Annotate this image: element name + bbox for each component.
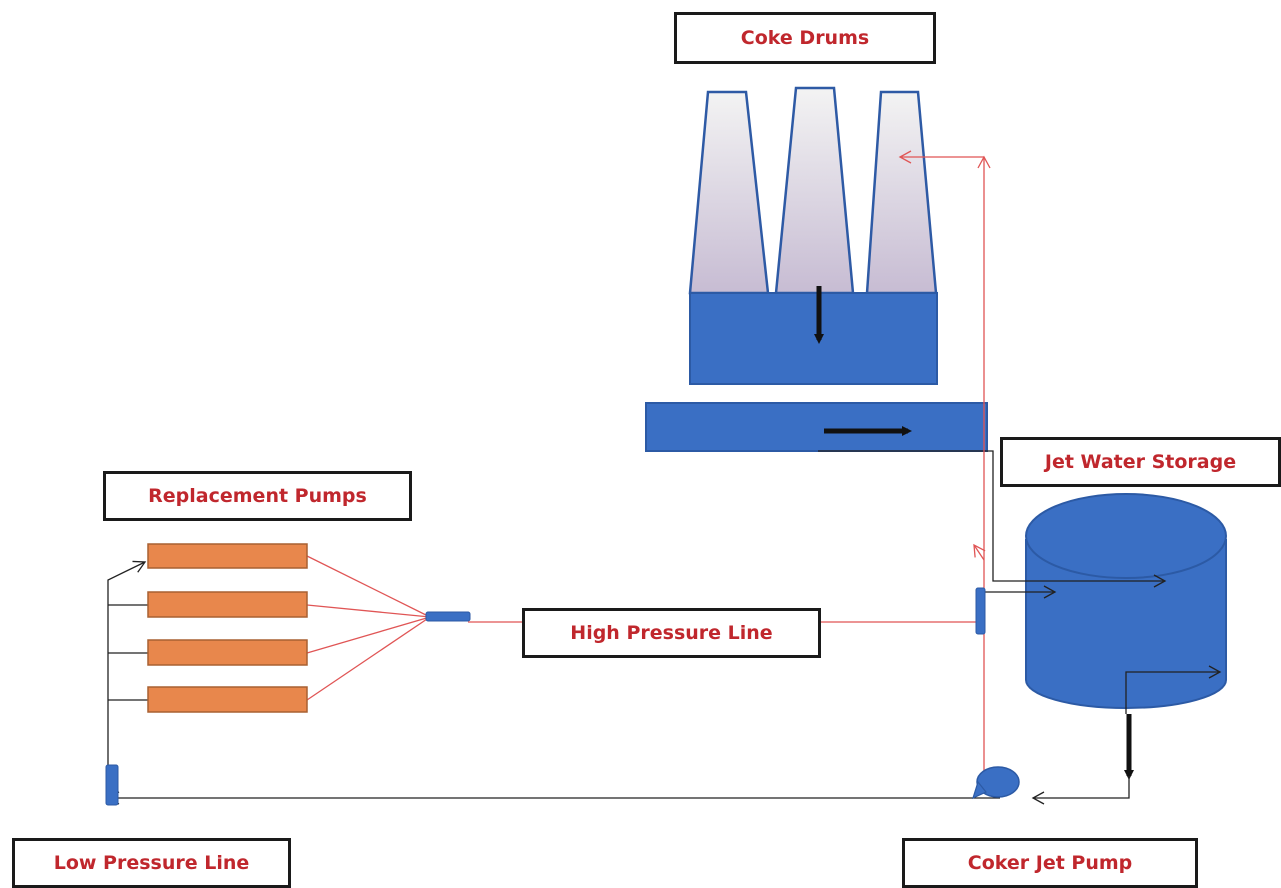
pump2-hp-line xyxy=(306,604,431,618)
low-pressure-line-label: Low Pressure Line xyxy=(12,838,291,888)
replacement-pump-3 xyxy=(147,639,308,666)
high-pressure-line-label: High Pressure Line xyxy=(522,608,821,658)
lp-riser-line xyxy=(107,560,147,798)
jet-water-storage-tank xyxy=(1025,493,1227,709)
coke-drums-label: Coke Drums xyxy=(674,12,936,64)
storage-to-pump-line xyxy=(1031,776,1130,805)
coke-conveyor xyxy=(645,402,988,452)
jet-water-storage-label: Jet Water Storage xyxy=(1000,437,1281,487)
coke-drum-right xyxy=(865,90,938,295)
low-pressure-piping xyxy=(106,450,1222,805)
replacement-pumps-label: Replacement Pumps xyxy=(103,471,412,521)
hp-isolation-valve xyxy=(975,587,986,635)
replacement-pump-1 xyxy=(147,543,308,569)
replacement-pumps-group xyxy=(147,543,308,713)
pump1-hp-line xyxy=(306,555,431,618)
coke-drum-base xyxy=(689,292,938,385)
conveyor-to-storage-line xyxy=(818,450,1167,588)
coke-drums-group xyxy=(688,86,938,385)
riser-to-valve-line xyxy=(973,543,986,561)
hp-manifold xyxy=(425,611,471,622)
lp-valve xyxy=(105,764,119,806)
storage-recycle-line xyxy=(1125,665,1222,714)
coker-jet-pump xyxy=(972,766,1020,800)
coke-drum-middle xyxy=(774,86,855,295)
coke-drum-left xyxy=(688,90,770,295)
pump3-hp-line xyxy=(306,616,431,654)
coker-jet-pump-label: Coker Jet Pump xyxy=(902,838,1198,888)
replacement-pump-2 xyxy=(147,591,308,618)
pump4-hp-line xyxy=(306,616,431,701)
replacement-pump-4 xyxy=(147,686,308,713)
